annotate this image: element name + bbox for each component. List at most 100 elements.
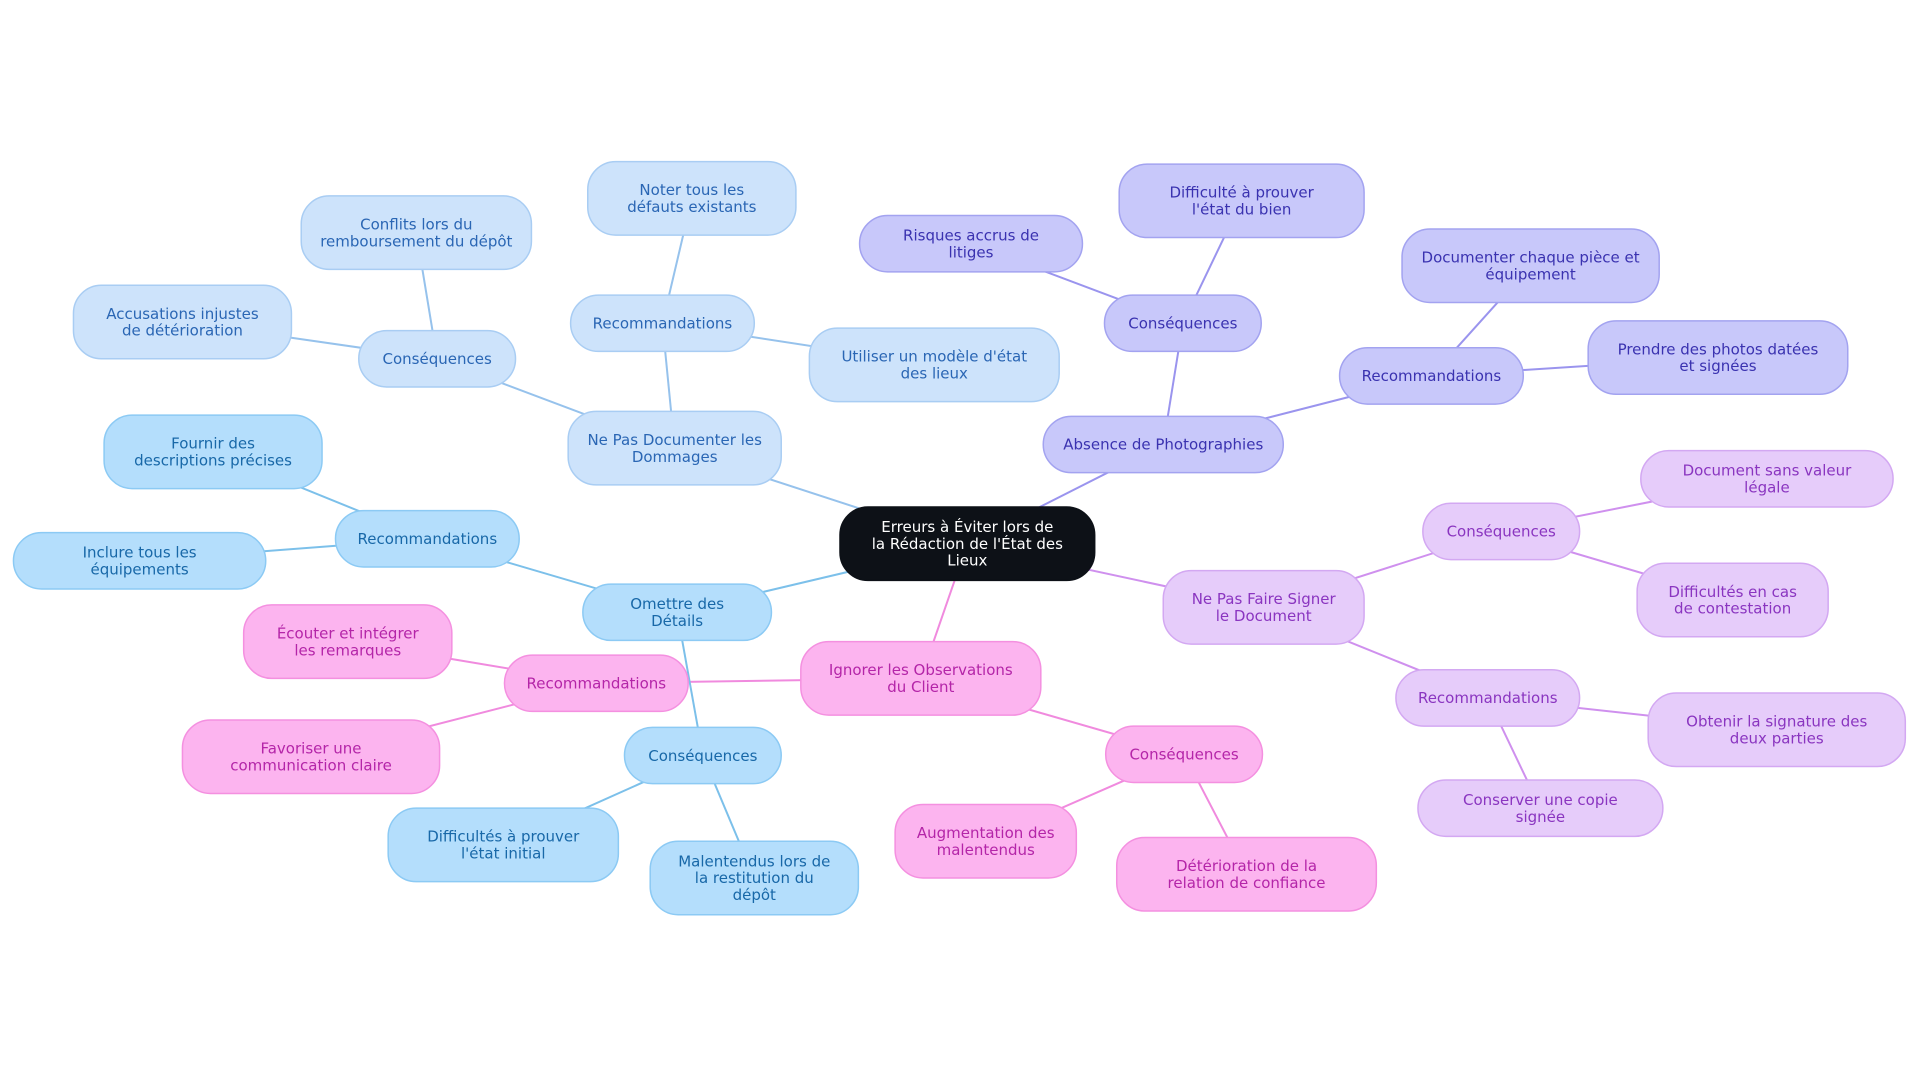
leaf-node-sign-rec-1-box — [1647, 692, 1907, 768]
sub-node-details-cons-box — [623, 726, 782, 785]
leaf-node-damage-cons-2-box — [72, 284, 293, 360]
leaf-node-details-rec-2-box — [12, 531, 267, 590]
leaf-node-obs-cons-1-box — [894, 803, 1078, 879]
sub-node-photos-rec-label: Recommandations — [1362, 367, 1502, 385]
sub-node-photos-cons-label: Conséquences — [1128, 315, 1237, 333]
sub-node-obs-rec[interactable]: Recommandations — [503, 654, 689, 713]
sub-node-details-cons[interactable]: Conséquences — [623, 726, 782, 785]
sub-node-damage-rec[interactable]: Recommandations — [569, 294, 756, 353]
sub-node-damage-rec-label: Recommandations — [593, 315, 733, 333]
sub-node-sign-cons-label: Conséquences — [1447, 523, 1556, 541]
branch-node-sign-box — [1162, 569, 1365, 645]
leaf-node-photos-cons-2-box — [858, 214, 1084, 273]
branch-node-photos[interactable]: Absence de Photographies — [1042, 415, 1285, 474]
sub-node-obs-rec-label: Recommandations — [527, 675, 667, 693]
sub-node-details-cons-label: Conséquences — [648, 747, 757, 765]
sub-node-damage-cons[interactable]: Conséquences — [358, 329, 517, 388]
sub-node-sign-rec[interactable]: Recommandations — [1395, 669, 1581, 727]
leaf-node-sign-rec-2-box — [1417, 779, 1664, 838]
leaf-node-obs-rec-2-box — [181, 719, 441, 795]
leaf-node-damage-cons-1-box — [300, 195, 533, 271]
sub-node-photos-rec[interactable]: Recommandations — [1338, 347, 1525, 405]
branch-node-details-box — [582, 583, 773, 642]
leaf-node-details-cons-1-box — [387, 807, 620, 883]
leaf-node-sign-cons-2-box — [1636, 562, 1829, 638]
sub-node-obs-cons-box — [1104, 725, 1264, 784]
leaf-node-obs-rec-1-box — [242, 604, 453, 680]
sub-node-details-rec-label: Recommandations — [358, 530, 498, 548]
sub-node-damage-rec-box — [569, 294, 756, 353]
leaf-node-photos-rec-2-box — [1587, 320, 1849, 396]
leaf-node-damage-rec-1-box — [587, 160, 797, 236]
sub-node-obs-cons[interactable]: Conséquences — [1104, 725, 1264, 784]
leaf-node-photos-rec-1-box — [1401, 228, 1660, 304]
branch-node-photos-box — [1042, 415, 1285, 474]
sub-node-photos-cons[interactable]: Conséquences — [1103, 294, 1262, 353]
sub-node-damage-cons-label: Conséquences — [383, 350, 492, 368]
mindmap-nodes: Absence de PhotographiesConséquencesDiff… — [12, 160, 1907, 916]
leaf-node-details-cons-2-box — [649, 840, 860, 916]
branch-node-damage-box — [567, 410, 782, 486]
leaf-node-photos-cons-1-box — [1118, 163, 1365, 239]
central-node-box — [839, 506, 1096, 582]
sub-node-details-rec-box — [334, 509, 520, 568]
leaf-node-obs-cons-2-box — [1115, 836, 1378, 912]
sub-node-sign-cons[interactable]: Conséquences — [1422, 502, 1581, 561]
sub-node-photos-rec-box — [1338, 347, 1525, 405]
sub-node-damage-cons-box — [358, 329, 517, 388]
sub-node-sign-rec-label: Recommandations — [1418, 689, 1558, 707]
sub-node-sign-cons-box — [1422, 502, 1581, 561]
sub-node-details-rec[interactable]: Recommandations — [334, 509, 520, 568]
leaf-node-sign-cons-1-box — [1640, 449, 1894, 508]
